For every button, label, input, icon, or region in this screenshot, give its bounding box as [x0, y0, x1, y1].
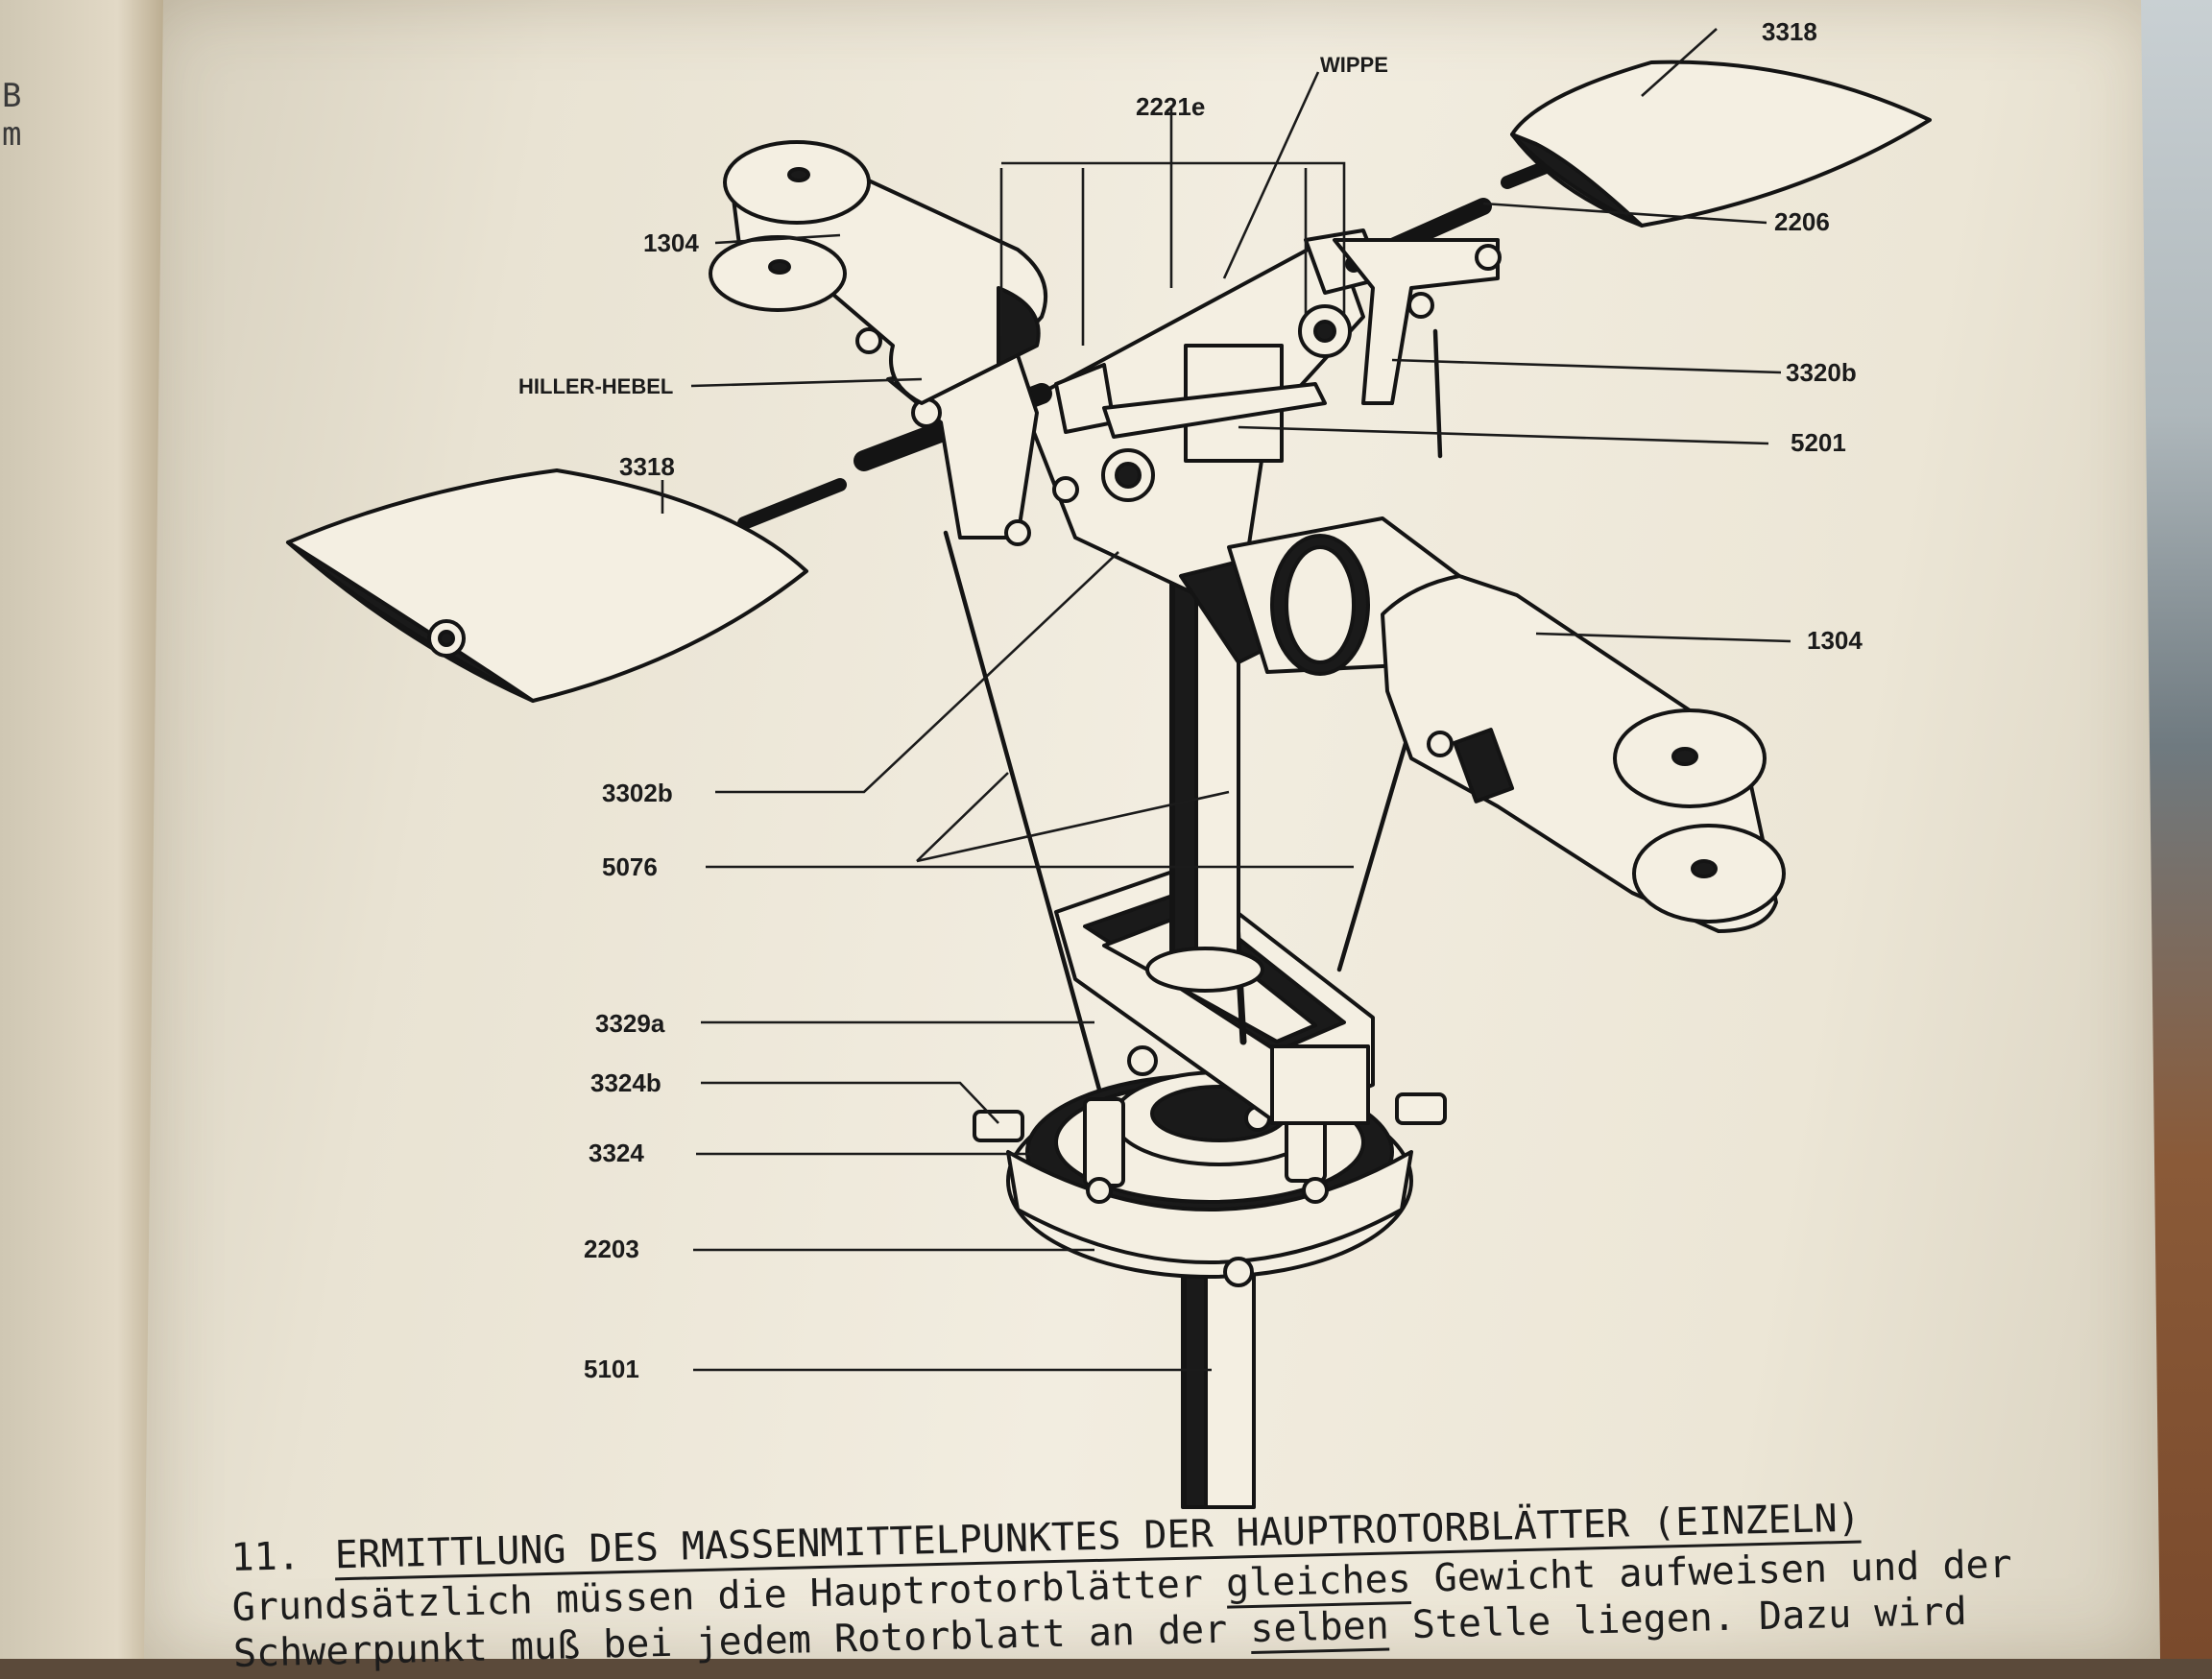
label-5101: 5101: [584, 1355, 639, 1383]
label-3302b: 3302b: [602, 779, 673, 807]
left-page-edge: B m: [0, 0, 168, 1659]
paddle-left: [286, 468, 808, 703]
label-1304-right: 1304: [1807, 626, 1863, 655]
label-3320b: 3320b: [1786, 358, 1857, 387]
section-number: 11.: [230, 1534, 301, 1580]
label-3318-top: 3318: [1762, 17, 1817, 46]
label-2221e: 2221e: [1136, 92, 1205, 121]
label-5076: 5076: [602, 852, 658, 881]
label-3324: 3324: [589, 1139, 644, 1167]
leader-lines: [661, 28, 1791, 1372]
rotor-head-drawing: [286, 60, 1932, 1509]
body-text-1b: gleiches: [1225, 1556, 1412, 1609]
paddle-top-right: [1510, 60, 1932, 228]
label-3329a: 3329a: [595, 1009, 665, 1038]
control-rod-left: [943, 530, 1102, 1092]
left-page-glyphs: B m: [2, 77, 22, 154]
blade-grip-top: [709, 140, 1048, 405]
label-3318-left: 3318: [619, 452, 675, 481]
label-hiller-hebel: HILLER-HEBEL: [518, 374, 673, 398]
part-labels: WIPPE 2221e 3318 2206 1304 HILLER-HEBEL …: [518, 17, 1863, 1383]
body-text-2b: selben: [1249, 1603, 1390, 1655]
label-3324b: 3324b: [590, 1068, 661, 1097]
label-1304-top: 1304: [643, 228, 699, 257]
label-5201: 5201: [1791, 428, 1846, 457]
lever-3320b: [1333, 238, 1502, 405]
blade-grip-bottom: [1381, 574, 1786, 933]
label-2206: 2206: [1774, 207, 1830, 236]
label-2203: 2203: [584, 1235, 639, 1263]
flybar-tip-left: [737, 478, 847, 530]
manual-page: [144, 0, 2160, 1659]
stabilizer-link-5201: [1102, 382, 1327, 439]
label-wippe: WIPPE: [1320, 53, 1388, 77]
